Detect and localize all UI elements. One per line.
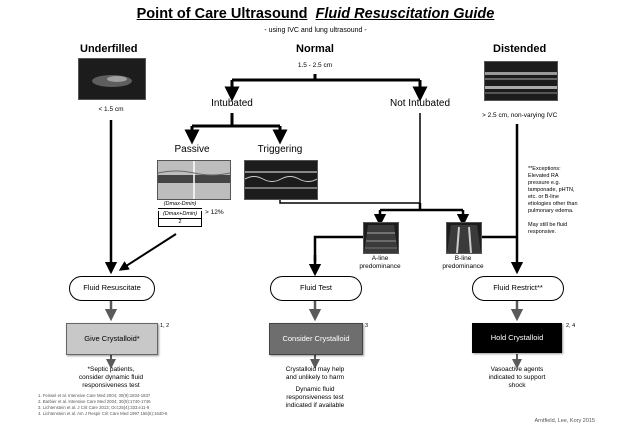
aline-lung-image (363, 222, 399, 254)
exceptions-line: **Exceptions: (528, 166, 561, 172)
note-vasoactive: Vasoactive agents indicated to support s… (462, 366, 572, 390)
note-line: shock (508, 382, 526, 389)
aline-label-line1: A-line (371, 255, 389, 262)
subtitle: - using IVC and lung ultrasound - (264, 27, 367, 34)
exceptions-line: Elevated RA (528, 173, 559, 179)
hold-ref: 2, 4 (566, 323, 576, 329)
reference-item: 3. Lichtenstein et al. J Crit Care 2013;… (38, 405, 150, 410)
note-line: consider dynamic fluid (78, 374, 144, 381)
aline-to-test (313, 235, 363, 262)
normal-range: 1.5 - 2.5 cm (297, 62, 333, 69)
note-line: Dynamic fluid (295, 386, 335, 393)
exceptions-line: pulmonary edema. (528, 208, 574, 214)
exceptions-line: etc. or B-line (528, 194, 559, 200)
exceptions-line: etiologies other than (528, 201, 578, 207)
note-line: responsiveness test (82, 382, 140, 389)
note-line: *Septic patients, (87, 366, 135, 373)
consider-ref: 3 (365, 323, 369, 329)
triggering-mmode-image (244, 160, 318, 200)
give-ref: 1, 2 (160, 323, 170, 329)
exceptions-line: tamponade, pHTN, (528, 187, 575, 193)
title-guide: Fluid Resuscitation Guide (315, 6, 495, 22)
box-fluid-test: Fluid Test (270, 276, 362, 301)
heading-distended: Distended (493, 43, 547, 55)
passive-mmode-image (157, 160, 231, 200)
credit: Arntfield, Lee, Kory 2015 (534, 418, 595, 424)
bline-label-line1: B-line (454, 255, 472, 262)
bline-lung-image (446, 222, 482, 254)
may-still-line: responsive. (528, 229, 557, 235)
fork-top (230, 74, 422, 88)
intubated-label: Intubated (211, 98, 253, 109)
title-main: Point of Care Ultrasound (136, 6, 308, 22)
exceptions-line: pressure e.g. (528, 180, 561, 186)
note-crystalloid: Crystalloid may help and unlikely to har… (260, 366, 370, 410)
box-fluid-resuscitate: Fluid Resuscitate (69, 276, 155, 301)
reference-item: 4. Lichtenstein et al. Am J Respir Crit … (38, 411, 168, 416)
underfilled-ivc-image (78, 58, 146, 100)
note-line: responsiveness test (286, 394, 344, 401)
note-septic: *Septic patients, consider dynamic fluid… (56, 366, 166, 390)
box-fluid-restrict: Fluid Restrict** (472, 276, 564, 301)
formula-denominator-top: (Dmax+Dmin) (159, 211, 201, 219)
note-line: indicated if available (285, 402, 345, 409)
triggering-label: Triggering (257, 144, 303, 155)
not-intubated-label: Not Intubated (389, 98, 451, 109)
arrow-passive-to-resuscitate (118, 233, 177, 271)
exceptions-note: **Exceptions: Elevated RA pressure e.g. … (528, 166, 603, 236)
action-consider-crystalloid: Consider Crystalloid (269, 323, 363, 355)
formula-denominator-bottom: 2 (178, 219, 182, 225)
bline-label-line2: predominance (442, 263, 484, 270)
page-title: Point of Care Ultrasound Fluid Resuscita… (0, 6, 631, 22)
reference-item: 2. Barbier et al. Intensive Care Med 200… (38, 399, 151, 404)
action-give-crystalloid: Give Crystalloid* (66, 323, 158, 355)
reference-item: 1. Feissel et al. Intensive Care Med 200… (38, 393, 151, 398)
fork-lung (380, 203, 463, 212)
distended-ivc-image (484, 61, 558, 101)
note-line: Vasoactive agents (490, 366, 544, 373)
distended-label: > 2.5 cm, non-varying IVC (482, 112, 558, 119)
underfilled-label: < 1.5 cm (98, 106, 124, 113)
passive-label: Passive (174, 144, 210, 155)
formula-numerator: (Dmax-Dmin) (158, 201, 202, 209)
note-line: Crystalloid may help (285, 366, 345, 373)
heading-normal: Normal (296, 43, 334, 55)
formula-threshold: > 12% (205, 209, 224, 216)
note-line: and unlikely to harm (285, 374, 345, 381)
references: 1. Feissel et al. Intensive Care Med 200… (38, 393, 167, 417)
may-still-line: May still be fluid (528, 222, 568, 228)
action-hold-crystalloid: Hold Crystalloid (472, 323, 562, 353)
distensibility-formula: (Dmax-Dmin) (Dmax+Dmin) 2 (158, 201, 202, 227)
note-line: indicated to support (488, 374, 546, 381)
fork-intubated (192, 113, 280, 128)
heading-underfilled: Underfilled (80, 43, 138, 55)
aline-label-line2: predominance (359, 263, 401, 270)
